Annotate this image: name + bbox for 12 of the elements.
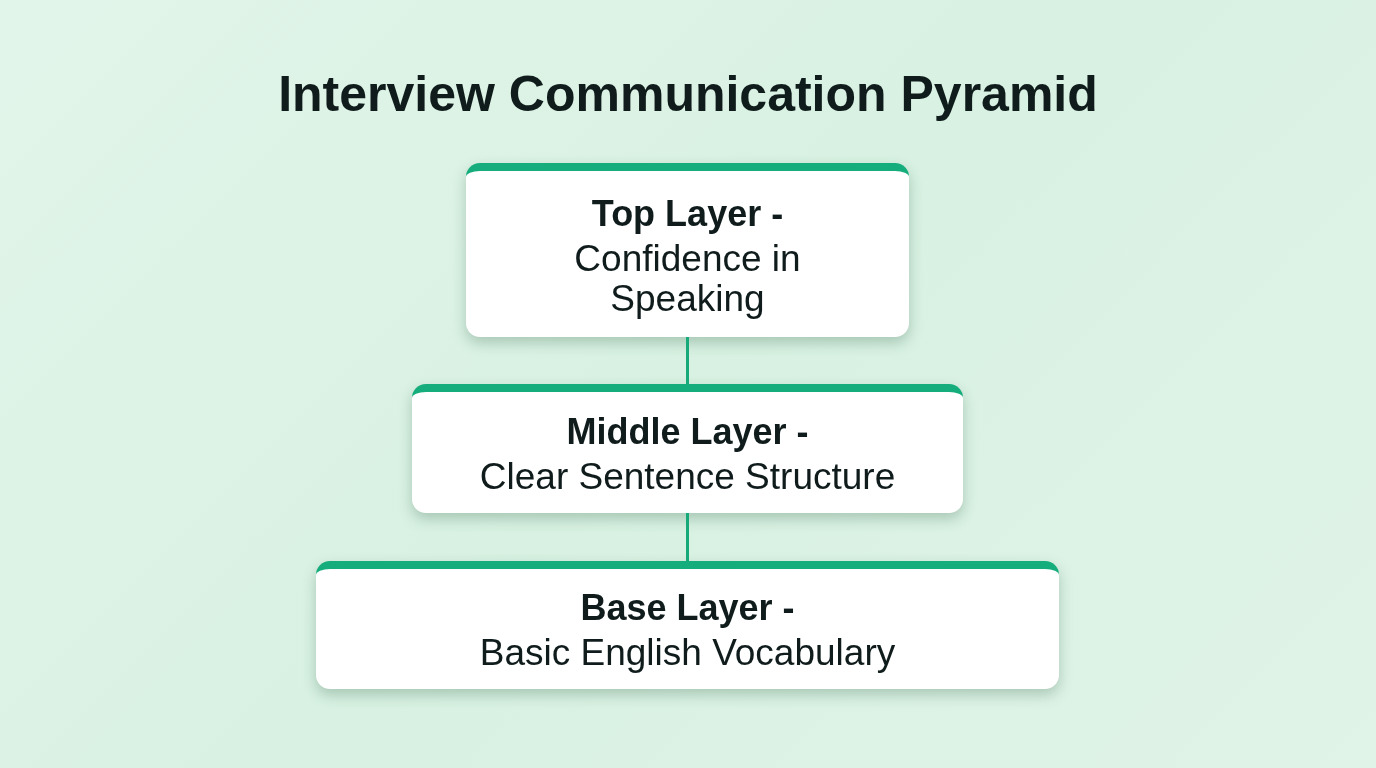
layer-heading: Top Layer - [591, 193, 784, 235]
layer-card [412, 384, 963, 513]
layer-card [316, 561, 1059, 689]
layer-card [466, 163, 909, 337]
layer-description: Clear Sentence Structure [479, 457, 896, 497]
layer-description: Basic English Vocabulary [479, 633, 896, 673]
title: Interview Communication Pyramid [278, 65, 1098, 124]
layer-description: Confidence in Speaking [573, 239, 802, 319]
connector-line [686, 337, 689, 384]
layer-heading: Base Layer - [580, 587, 795, 629]
connector-line [686, 513, 689, 561]
layer-heading: Middle Layer - [566, 411, 809, 453]
